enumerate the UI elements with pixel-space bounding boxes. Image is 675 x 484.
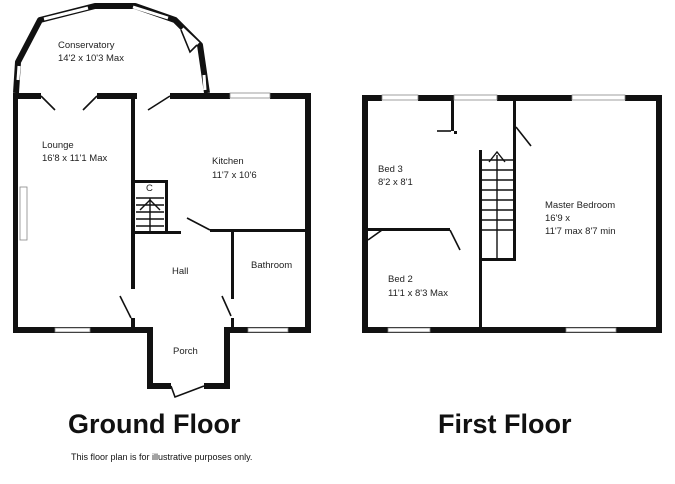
bed3-label: Bed 3 bbox=[378, 164, 403, 175]
bed2-label: Bed 2 bbox=[388, 274, 413, 285]
ground-floor-stairs bbox=[136, 197, 164, 231]
bathroom-label: Bathroom bbox=[251, 260, 292, 271]
kitchen-size: 11'7 x 10'6 bbox=[212, 170, 257, 181]
ground-floor-windows bbox=[19, 92, 289, 333]
ground-floor-walls bbox=[13, 93, 311, 389]
first-floor-plan: Bed 3 8'2 x 8'1 Bed 2 11'1 x 8'3 Max Mas… bbox=[362, 94, 662, 439]
master-bedroom-label: Master Bedroom bbox=[545, 200, 615, 211]
first-floor-windows bbox=[381, 94, 626, 333]
conservatory-outline bbox=[13, 3, 210, 94]
bed2-size: 11'1 x 8'3 Max bbox=[388, 288, 448, 299]
first-floor-doors bbox=[367, 126, 532, 251]
ground-floor-plan: Conservatory 14'2 x 10'3 Max Lounge 16'8… bbox=[13, 3, 311, 439]
hall-label: Hall bbox=[172, 266, 188, 277]
conservatory-size: 14'2 x 10'3 Max bbox=[58, 53, 124, 64]
kitchen-label: Kitchen bbox=[212, 156, 244, 167]
ground-floor-doors bbox=[40, 95, 232, 399]
master-bedroom-size-line1: 16'9 x bbox=[545, 213, 570, 224]
conservatory-label: Conservatory bbox=[58, 40, 115, 51]
porch-label: Porch bbox=[173, 346, 198, 357]
lounge-label: Lounge bbox=[42, 140, 74, 151]
first-floor-walls bbox=[362, 95, 662, 333]
first-floor-stairs bbox=[482, 150, 513, 258]
first-floor-title: First Floor bbox=[438, 409, 572, 439]
ground-floor-title: Ground Floor bbox=[68, 409, 241, 439]
cupboard-label: C bbox=[146, 183, 153, 194]
lounge-size: 16'8 x 11'1 Max bbox=[42, 153, 107, 164]
master-bedroom-size-line2: 11'7 max 8'7 min bbox=[545, 226, 616, 237]
disclaimer-note: This floor plan is for illustrative purp… bbox=[71, 452, 252, 462]
bed3-size: 8'2 x 8'1 bbox=[378, 177, 413, 188]
